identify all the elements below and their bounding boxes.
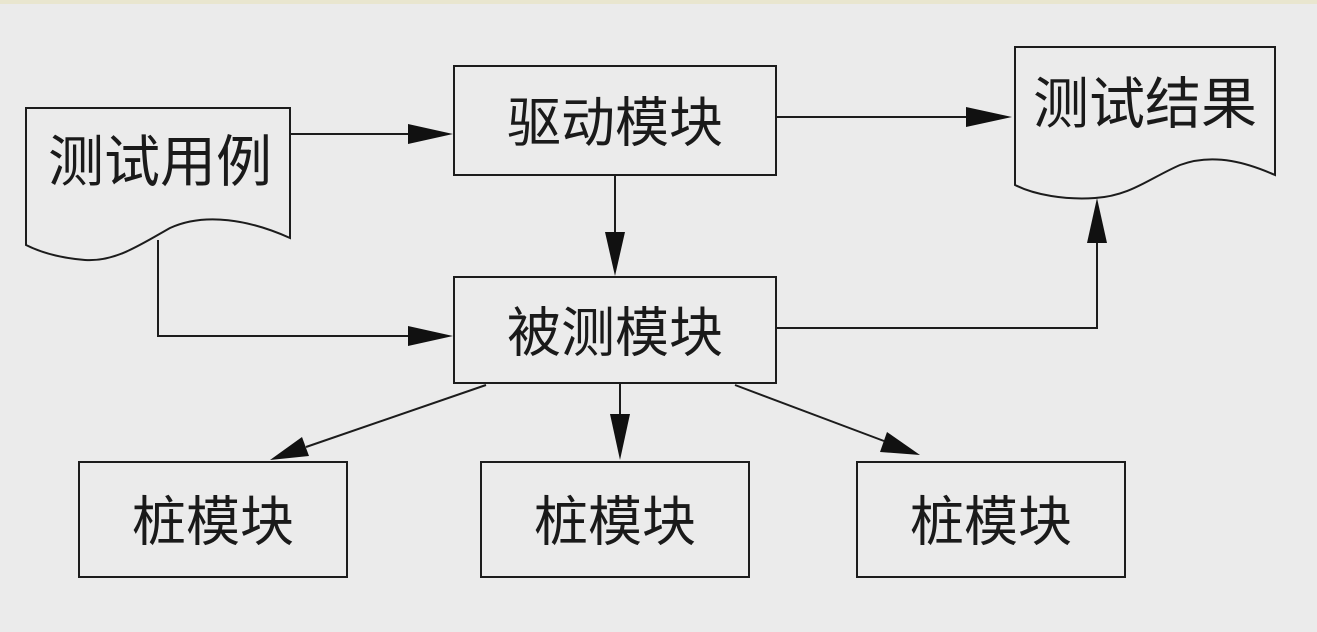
stub-module-2-box <box>480 461 750 578</box>
arrow-driver-to-module-under-test <box>605 175 625 276</box>
top-strip <box>0 0 1317 4</box>
test-cases-label: 测试用例 <box>48 131 272 196</box>
stub-module-3-node: 桩模块 <box>856 461 1126 578</box>
arrow-test-cases-to-module-under-test <box>157 240 453 346</box>
test-cases-document-shape <box>25 107 291 262</box>
test-result-document-shape <box>1014 46 1276 200</box>
test-result-node: 测试结果 <box>1014 46 1276 200</box>
stub-module-3-label: 桩模块 <box>910 491 1072 554</box>
arrow-module-under-test-to-test-result <box>776 198 1107 329</box>
arrow-module-under-test-to-stub-2 <box>610 383 630 460</box>
stub-module-2-node: 桩模块 <box>480 461 750 578</box>
module-under-test-node: 被测模块 <box>453 276 777 384</box>
stub-module-1-box <box>78 461 348 578</box>
test-cases-node: 测试用例 <box>25 107 291 262</box>
module-under-test-box <box>453 276 777 384</box>
arrow-test-cases-to-driver <box>290 124 453 144</box>
stub-module-2-label: 桩模块 <box>534 491 696 554</box>
stub-module-3-box <box>856 461 1126 578</box>
stub-module-1-label: 桩模块 <box>132 491 294 554</box>
test-result-label: 测试结果 <box>1033 73 1257 138</box>
driver-module-label: 驱动模块 <box>507 92 723 155</box>
arrow-module-under-test-to-stub-3 <box>734 384 920 455</box>
arrow-module-under-test-to-stub-1 <box>270 384 487 460</box>
arrow-driver-to-test-result <box>776 107 1012 127</box>
stub-module-1-node: 桩模块 <box>78 461 348 578</box>
driver-module-box <box>453 65 777 176</box>
driver-module-node: 驱动模块 <box>453 65 777 176</box>
module-under-test-label: 被测模块 <box>507 302 723 365</box>
